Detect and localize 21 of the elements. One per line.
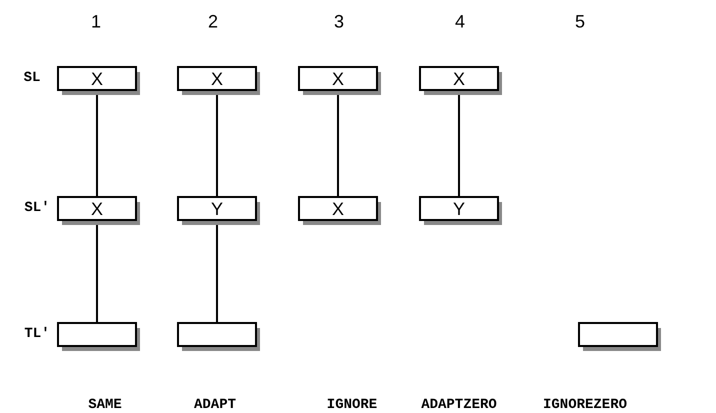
row-label: SL <box>24 70 40 86</box>
column-number: 4 <box>455 12 465 32</box>
column-label: ADAPTZERO <box>421 397 497 413</box>
row-label: TL' <box>24 326 50 342</box>
row-label: SL' <box>24 200 50 216</box>
box-value: X <box>452 69 465 89</box>
column-number: 3 <box>334 12 344 32</box>
box-value: X <box>90 199 103 219</box>
column-label: IGNOREZERO <box>543 397 627 413</box>
box-value: Y <box>210 199 223 219</box>
column-label: IGNORE <box>326 397 378 413</box>
box-value: Y <box>452 199 465 219</box>
column-label: SAME <box>88 397 122 413</box>
column-number: 1 <box>91 12 101 32</box>
box-value: X <box>332 199 344 219</box>
box-value: X <box>90 69 103 89</box>
box-value: X <box>210 69 223 89</box>
column-number: 5 <box>575 12 585 32</box>
column-number: 2 <box>208 12 218 32</box>
column-label: ADAPT <box>194 397 236 413</box>
box-value: X <box>332 69 344 89</box>
